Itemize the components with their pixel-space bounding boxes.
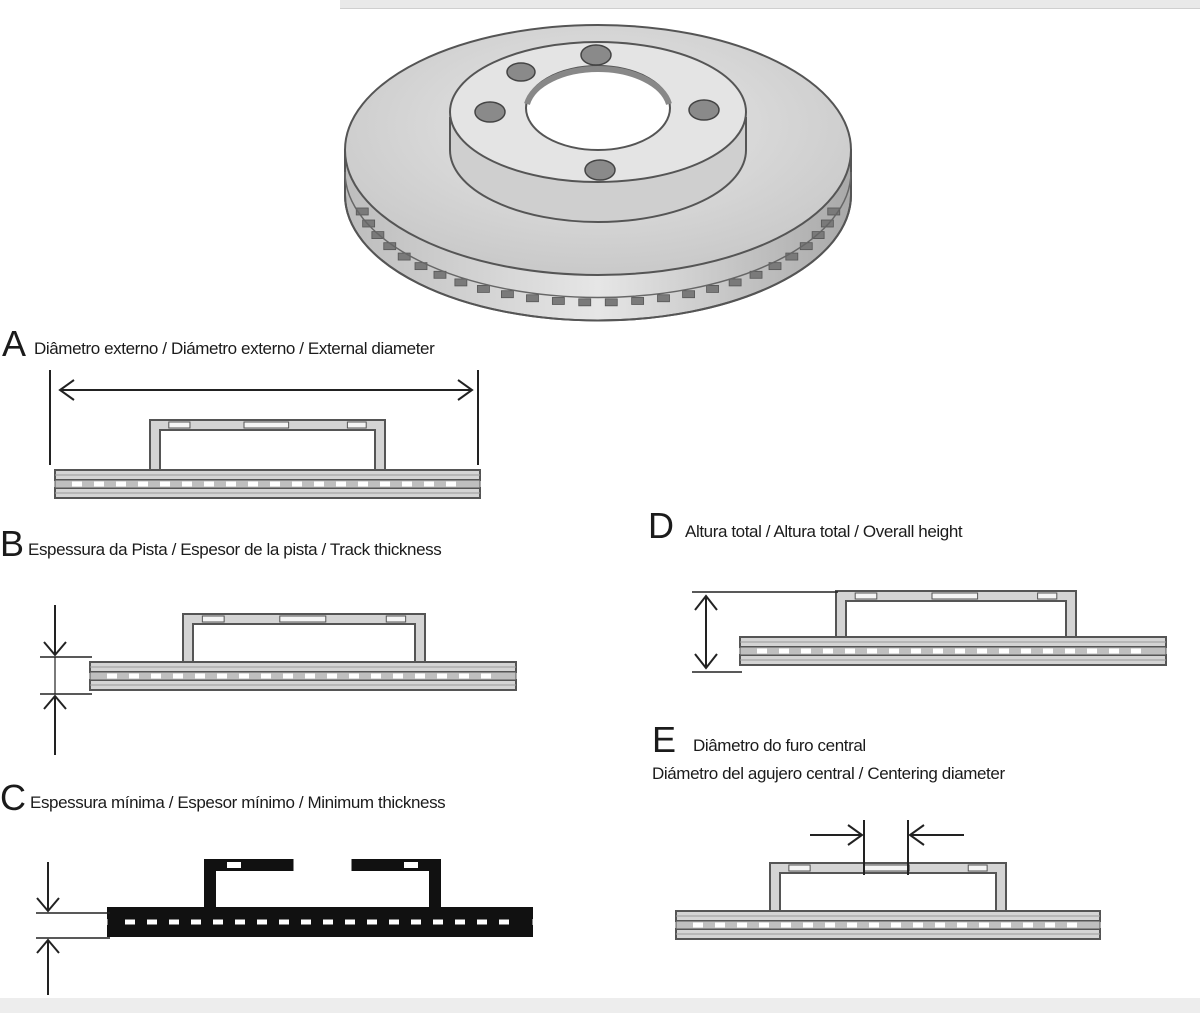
top-frame-edge	[340, 0, 1200, 9]
section-e-caption: Diâmetro do furo central	[693, 736, 866, 755]
bottom-frame-edge	[0, 998, 1200, 1013]
section-a-profile	[49, 370, 481, 499]
section-c-letter: C	[0, 777, 26, 818]
section-d-letter: D	[648, 505, 674, 546]
section-d-profile	[692, 590, 1167, 673]
section-b-profile	[40, 605, 517, 755]
brake-disc-illustration	[344, 24, 852, 322]
section-b-letter: B	[0, 523, 25, 564]
section-c-profile	[36, 859, 533, 995]
section-a-letter: A	[2, 323, 27, 364]
section-e-letter: E	[652, 719, 677, 760]
section-e-profile	[675, 820, 1101, 940]
disc-vent-holes	[355, 207, 841, 307]
section-a-caption: Diâmetro externo / Diámetro externo / Ex…	[34, 339, 435, 358]
section-b-caption: Espessura da Pista / Espesor de la pista…	[28, 540, 442, 559]
section-e-caption-2: Diámetro del agujero central / Centering…	[652, 764, 1005, 783]
section-d-caption: Altura total / Altura total / Overall he…	[685, 522, 963, 541]
section-c-caption: Espessura mínima / Espesor mínimo / Mini…	[30, 793, 446, 812]
